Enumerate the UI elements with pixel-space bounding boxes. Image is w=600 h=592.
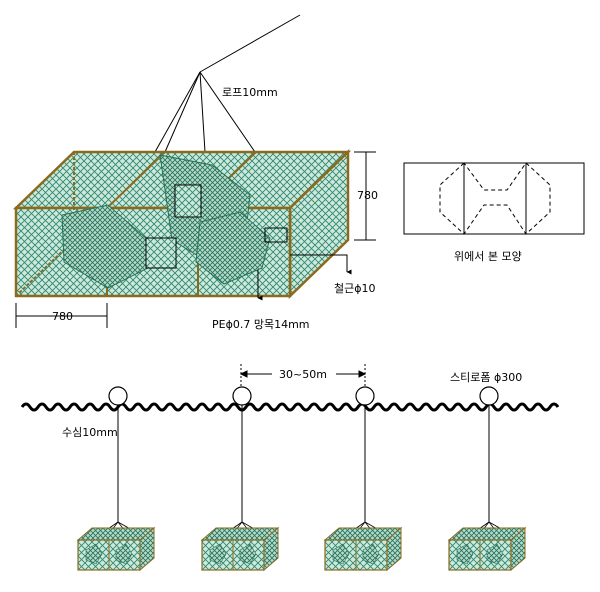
width-dimension	[15, 303, 108, 328]
longline-layout: 30~50m 스티로폼 ϕ300 수심10mm	[20, 364, 560, 571]
net-trap-icon	[324, 527, 402, 571]
float-buoy-icon	[355, 386, 375, 406]
height-dimension-label: 780	[357, 189, 378, 202]
netting-label: PEϕ0.7 망목14mm	[212, 318, 310, 331]
rope-label: 로프10mm	[222, 86, 278, 99]
rebar-label: 철근ϕ10	[334, 282, 376, 295]
net-trap-icon	[448, 527, 526, 571]
rope-lines	[154, 14, 301, 153]
float-label: 스티로폼 ϕ300	[450, 371, 522, 384]
float-buoy-icon	[479, 386, 499, 406]
trap-unit	[201, 386, 279, 571]
width-dimension-label: 780	[52, 310, 73, 323]
main-trap: 780 780 로프10mm 철근ϕ10 PEϕ0.7 망목14mm	[12, 14, 378, 331]
net-trap-icon	[77, 527, 155, 571]
top-view-caption: 위에서 본 모양	[454, 250, 522, 263]
inner-funnels	[61, 154, 288, 289]
height-dimension	[354, 151, 376, 241]
trap-unit	[77, 386, 155, 571]
top-view: 위에서 본 모양	[403, 162, 585, 263]
trap-unit	[448, 386, 526, 571]
depth-label: 수심10mm	[62, 426, 118, 439]
float-buoy-icon	[232, 386, 252, 406]
float-buoy-icon	[108, 386, 128, 406]
trap-unit	[324, 386, 402, 571]
net-trap-icon	[201, 527, 279, 571]
water-surface-wave-icon	[20, 402, 560, 412]
spacing-label: 30~50m	[279, 368, 327, 381]
